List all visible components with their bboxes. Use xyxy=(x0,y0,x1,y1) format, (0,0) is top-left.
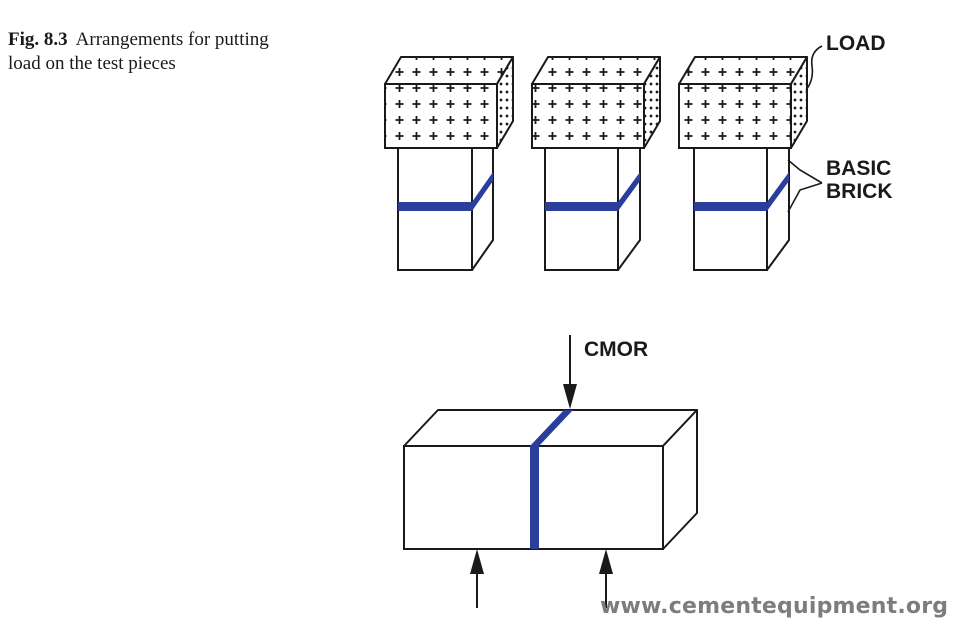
cmor-test-arrangement: CMOR xyxy=(403,335,698,608)
test-brick-3 xyxy=(693,147,790,271)
brick-joint-front xyxy=(694,202,767,211)
test-brick-2 xyxy=(544,147,641,271)
brick-joint-side xyxy=(472,172,493,211)
load-block-3 xyxy=(678,56,808,149)
load-block-1 xyxy=(384,56,514,149)
brick-label: BRICK xyxy=(826,180,893,203)
test-brick-1 xyxy=(397,147,494,271)
test-piece-1 xyxy=(384,56,514,271)
figure-number: Fig. 8.3 xyxy=(8,29,68,50)
basic-brick-leader-line-2 xyxy=(787,182,823,213)
cmor-load-arrow xyxy=(563,335,577,409)
cmor-joint-top xyxy=(530,410,573,446)
watermark-text: www.cementequipment.org xyxy=(600,594,949,619)
basic-label: BASIC xyxy=(826,157,891,180)
support-arrow-right xyxy=(599,549,613,608)
basic-brick-leader-line xyxy=(787,159,823,184)
test-piece-2 xyxy=(531,56,661,271)
brick-joint-front xyxy=(545,202,618,211)
load-leader-line xyxy=(805,45,823,91)
brick-joint-front xyxy=(398,202,472,211)
load-label: LOAD xyxy=(826,32,886,55)
brick-joint-side xyxy=(767,172,789,211)
cmor-joint-front xyxy=(530,446,539,549)
cmor-label: CMOR xyxy=(584,338,648,361)
load-block-2 xyxy=(531,56,661,149)
support-arrow-left xyxy=(470,549,484,608)
brick-joint-side xyxy=(618,172,640,211)
figure-caption-text: Arrangements for putting load on the tes… xyxy=(8,29,269,74)
test-piece-3 xyxy=(678,56,808,271)
